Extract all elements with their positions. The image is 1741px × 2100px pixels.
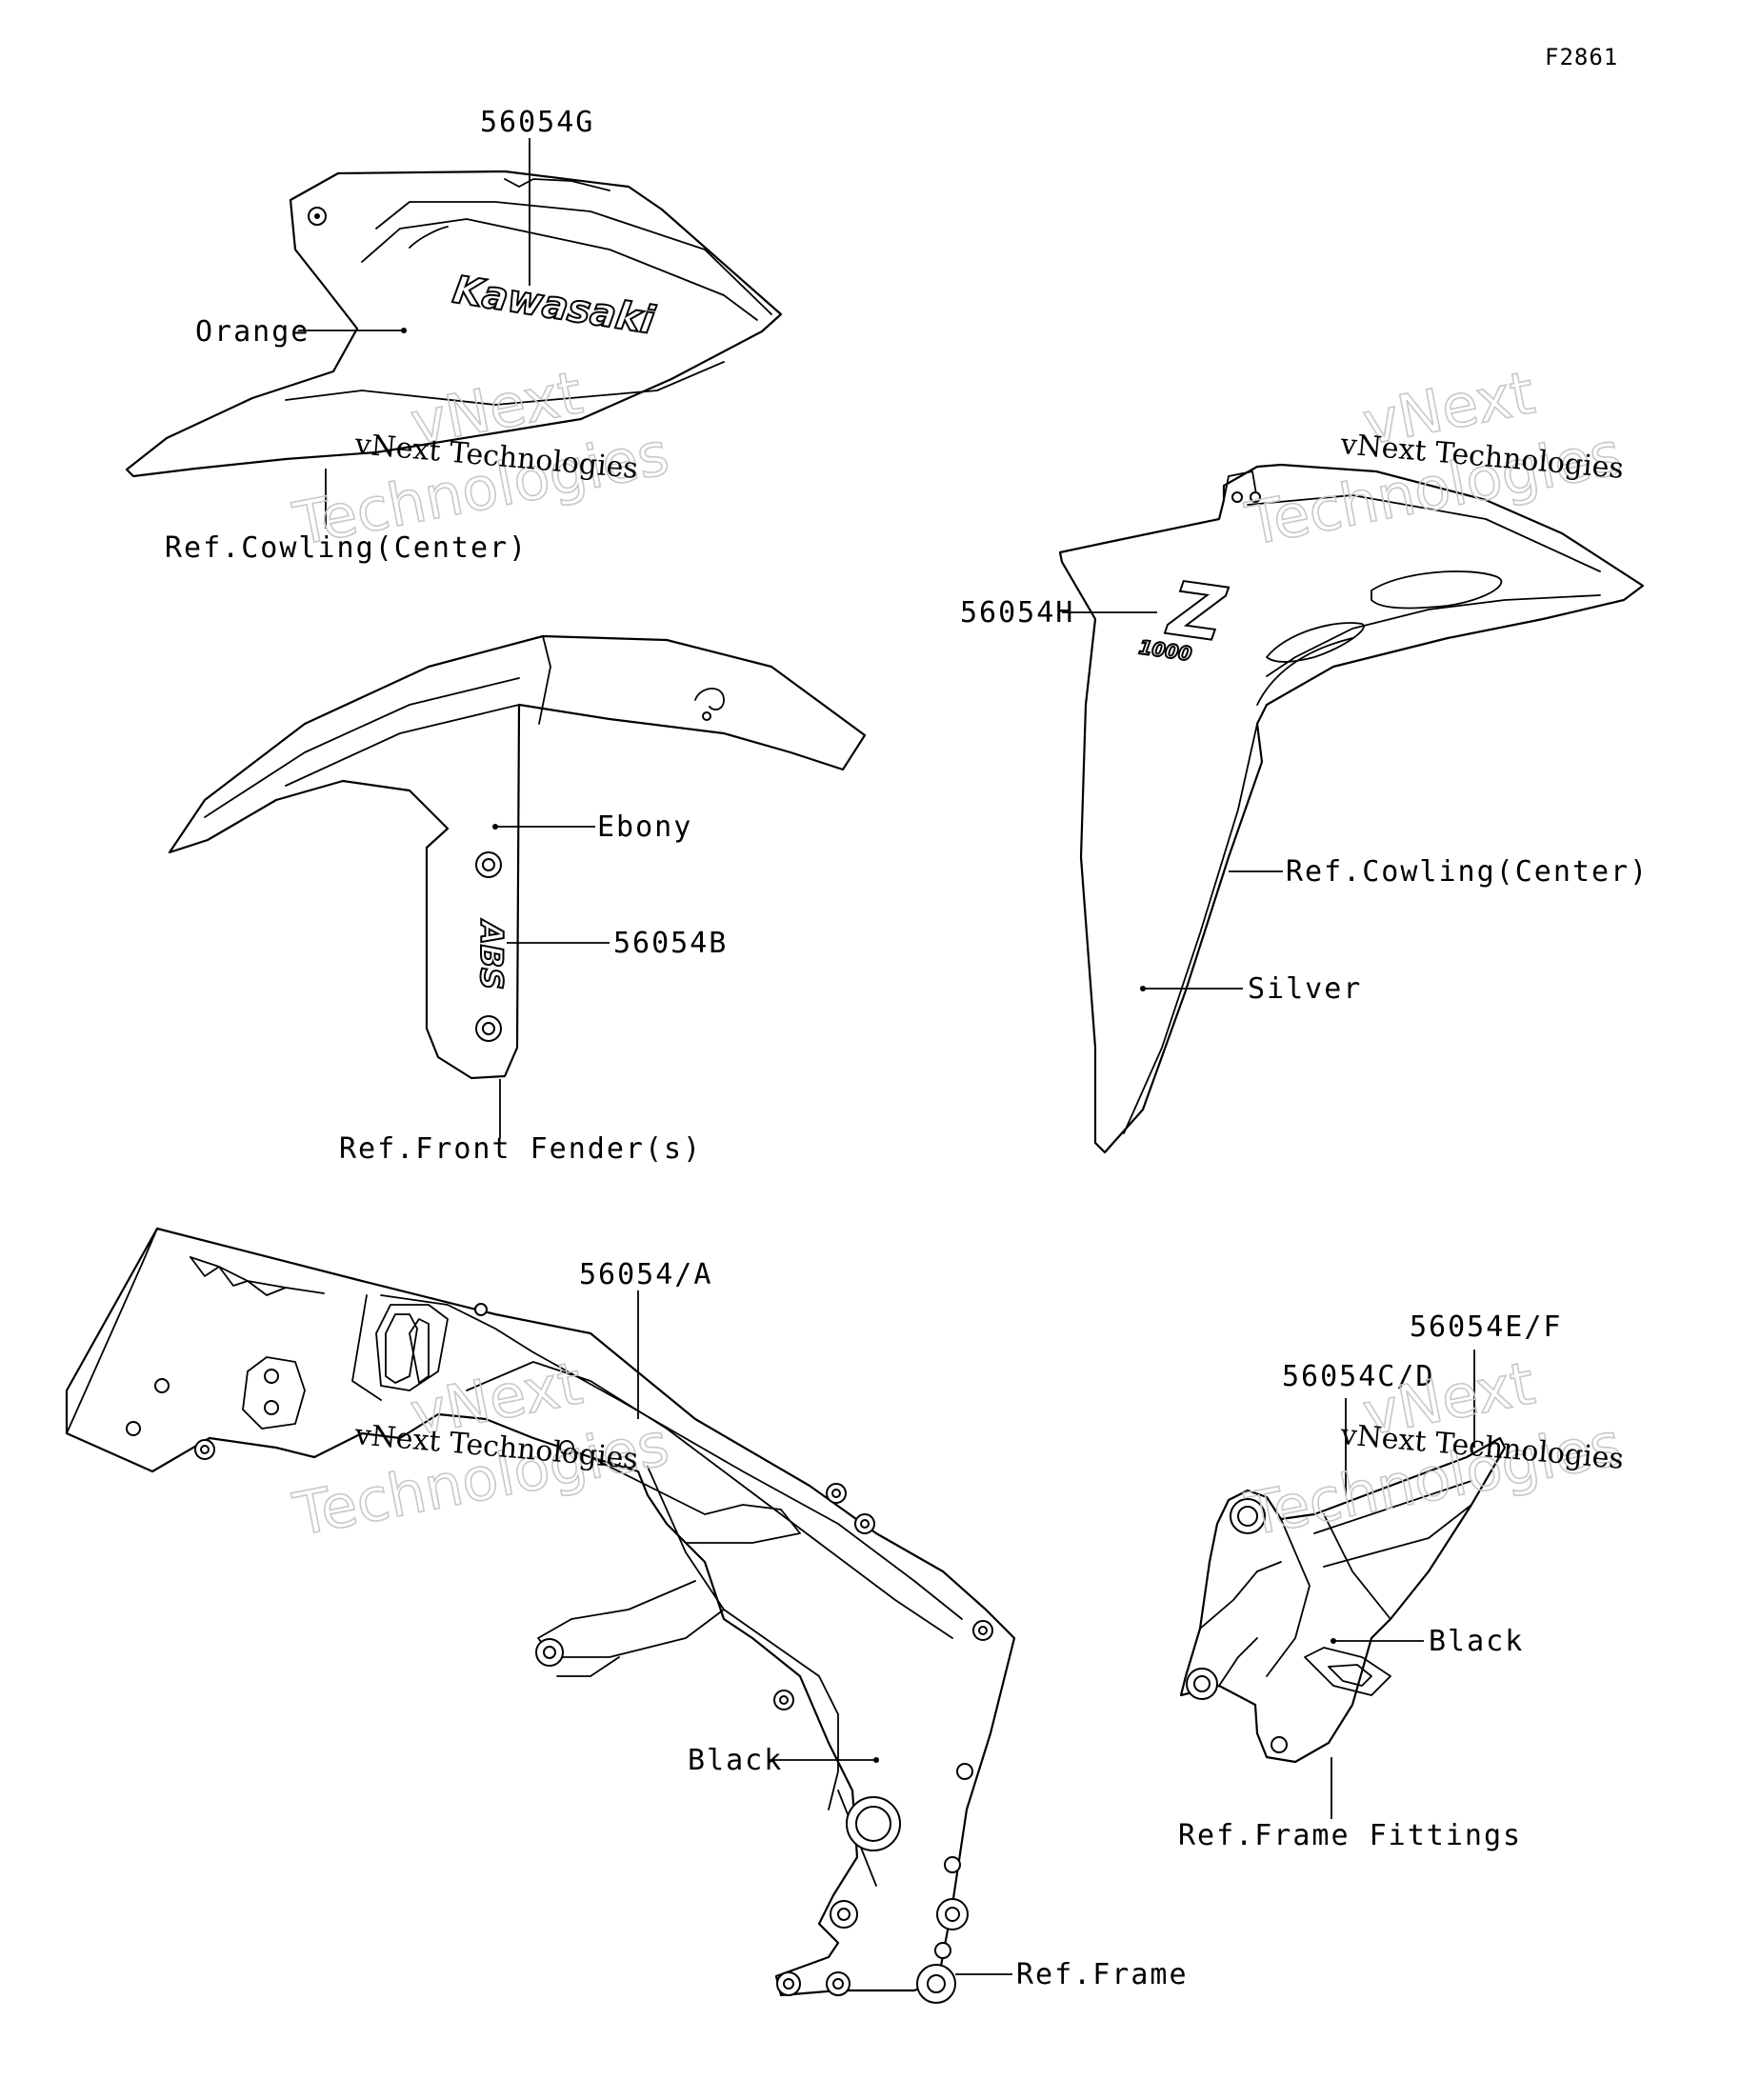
label-ref-cowling-center-right: Ref.Cowling(Center) <box>1286 855 1649 889</box>
label-orange: Orange <box>195 315 310 349</box>
front-fender-part: ABS <box>168 634 867 1080</box>
label-56054h: 56054H <box>960 596 1074 630</box>
leader-lines <box>298 138 1475 1975</box>
side-cover-part: Kawasaki <box>125 170 783 478</box>
label-ref-frame-fittings: Ref.Frame Fittings <box>1178 1819 1522 1852</box>
figure-number: F2861 <box>1545 44 1618 70</box>
label-56054g: 56054G <box>480 106 594 139</box>
label-56054c-d: 56054C/D <box>1282 1360 1435 1393</box>
label-silver: Silver <box>1248 972 1362 1006</box>
label-black-frame: Black <box>688 1744 783 1777</box>
label-ref-frame: Ref.Frame <box>1016 1958 1189 1991</box>
label-ref-front-fender: Ref.Front Fender(s) <box>339 1132 702 1166</box>
label-56054b: 56054B <box>613 927 728 960</box>
label-black-fitting: Black <box>1429 1625 1524 1658</box>
label-56054-a: 56054/A <box>579 1258 712 1291</box>
label-56054e-f: 56054E/F <box>1410 1310 1563 1344</box>
abs-mark: ABS <box>473 918 510 990</box>
frame-part <box>65 1227 1016 2004</box>
frame-fitting-part <box>1179 1436 1507 1764</box>
callout-labels: 56054G Orange Ref.Cowling(Center) Ebony … <box>165 106 1649 1991</box>
shroud-part: Z 1000 <box>1058 463 1645 1154</box>
label-ebony: Ebony <box>597 810 692 844</box>
label-ref-cowling-center-top: Ref.Cowling(Center) <box>165 531 528 565</box>
